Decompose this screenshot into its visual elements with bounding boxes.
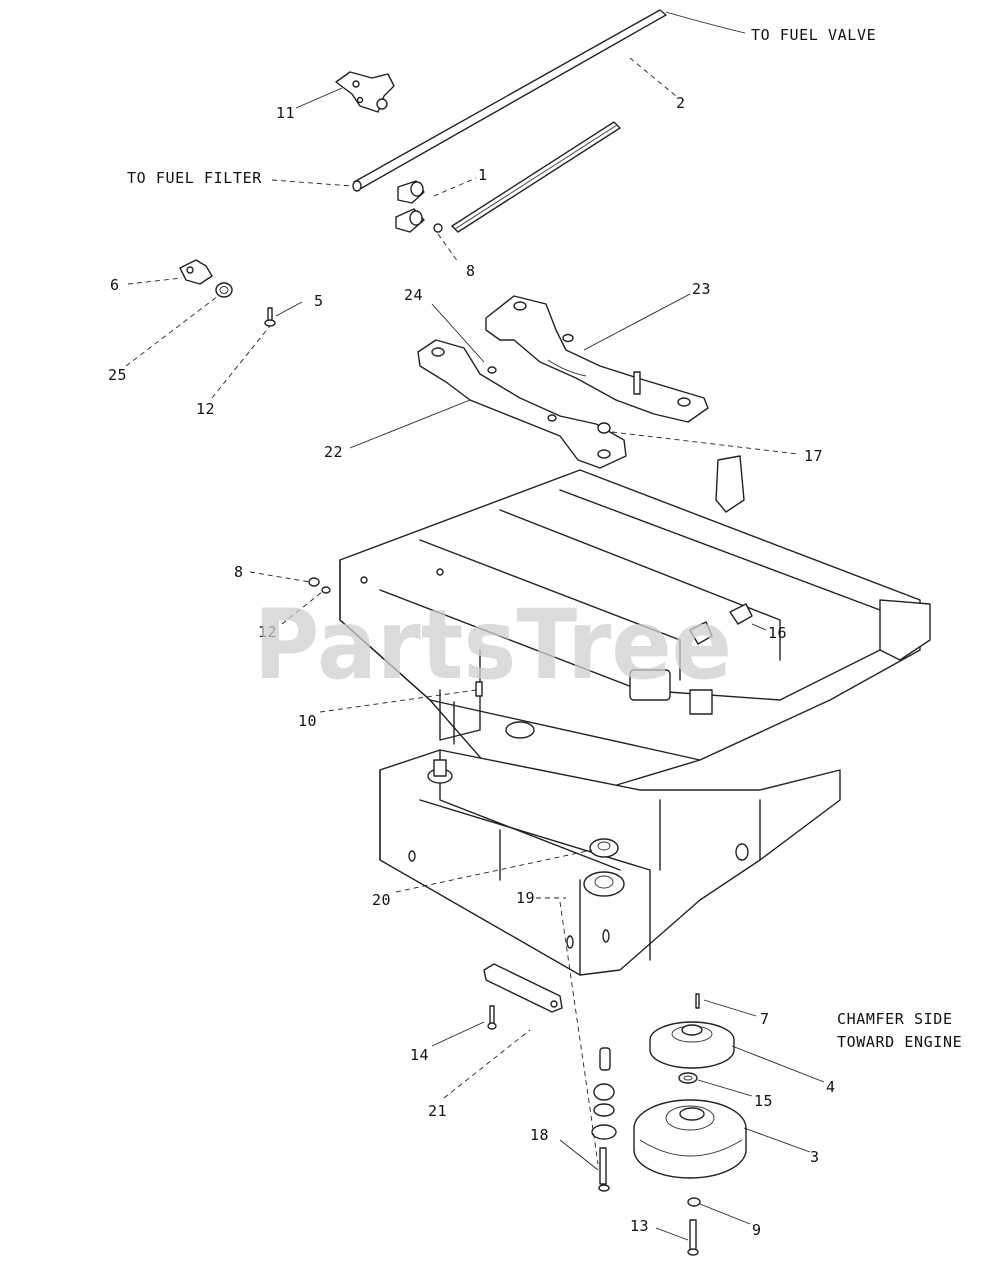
callout-21: 21 <box>428 1102 447 1120</box>
callout-7: 7 <box>760 1010 770 1028</box>
valve-part-6 <box>179 259 233 298</box>
callout-25: 25 <box>108 366 127 384</box>
linkage-rod-part <box>451 121 621 233</box>
bolt-part-5 <box>264 307 276 327</box>
callout-20: 20 <box>372 891 391 909</box>
callout-8-upper: 8 <box>466 262 476 280</box>
note-to-fuel-filter: TO FUEL FILTER <box>127 169 262 187</box>
callout-14: 14 <box>410 1046 429 1064</box>
callout-10: 10 <box>298 712 317 730</box>
callout-5: 5 <box>314 292 324 310</box>
callout-19: 19 <box>516 889 535 907</box>
bracket-plate-22 <box>417 339 627 469</box>
watermark: PartsTree <box>254 589 732 701</box>
bracket-plate-23 <box>485 295 709 423</box>
clutch-part-3 <box>633 1099 747 1179</box>
callout-8-lower: 8 <box>234 563 244 581</box>
note-chamfer-line2: TOWARD ENGINE <box>837 1033 962 1051</box>
note-chamfer-line1: CHAMFER SIDE <box>837 1010 953 1028</box>
callout-22: 22 <box>324 443 343 461</box>
idler-arm-part-21 <box>483 963 563 1030</box>
callout-9: 9 <box>752 1221 762 1239</box>
callout-18: 18 <box>530 1126 549 1144</box>
washer-part-15 <box>678 1072 698 1084</box>
callout-12-upper: 12 <box>196 400 215 418</box>
deck-frame-assembly <box>308 455 931 976</box>
callout-6: 6 <box>110 276 120 294</box>
note-to-fuel-valve: TO FUEL VALVE <box>751 26 876 44</box>
bracket-part-11 <box>335 71 395 113</box>
callout-12-lower: 12 <box>258 623 277 641</box>
callout-1: 1 <box>478 166 488 184</box>
leader-lines <box>125 57 825 1241</box>
pulley-part-4 <box>649 993 735 1069</box>
callout-13: 13 <box>630 1217 649 1235</box>
fuel-fittings-part <box>395 180 443 233</box>
nut-part-9 <box>687 1197 701 1256</box>
callout-3: 3 <box>810 1148 820 1166</box>
callout-24: 24 <box>404 286 423 304</box>
fuel-line-part <box>271 9 746 192</box>
callout-17: 17 <box>804 447 823 465</box>
callout-11: 11 <box>276 104 295 122</box>
callout-15: 15 <box>754 1092 773 1110</box>
spacer-stack-part-18 <box>591 1047 617 1192</box>
callout-23: 23 <box>692 280 711 298</box>
callout-4: 4 <box>826 1078 836 1096</box>
callout-16: 16 <box>768 624 787 642</box>
callout-2: 2 <box>676 94 686 112</box>
